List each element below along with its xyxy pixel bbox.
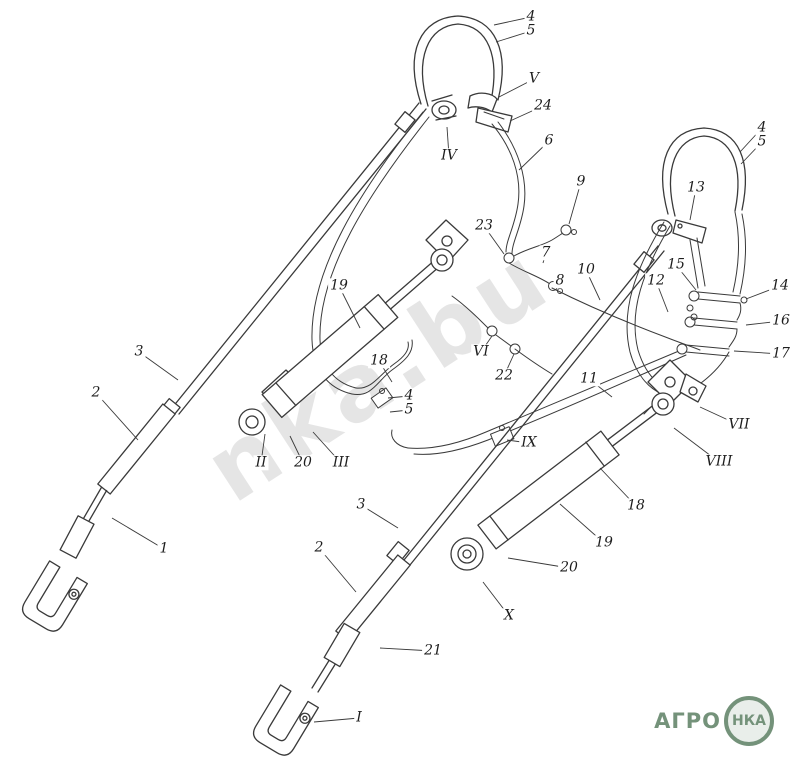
right-clevis-fork: [252, 684, 319, 756]
callout-leader: [138, 351, 179, 381]
callout-leader: [673, 427, 720, 463]
callout-leader: [446, 126, 450, 157]
left-fitting-cluster: [451, 121, 577, 375]
callout-leader: [733, 350, 782, 355]
callout-leader: [289, 435, 304, 464]
callout-leader: [312, 431, 342, 464]
callout-leader: [553, 280, 561, 289]
callout-leader: [509, 105, 544, 122]
callout-leader: [585, 269, 601, 301]
callout-leader: [493, 16, 532, 26]
callout-leader: [518, 140, 550, 171]
callout-leader: [745, 320, 782, 326]
callout-leader: [495, 30, 532, 43]
callout-leader: [318, 547, 357, 593]
right-hose-loop: [651, 127, 746, 244]
brand-badge: НКА: [724, 696, 774, 746]
callout-leader: [480, 335, 493, 353]
callout-leader: [503, 353, 515, 377]
left-clevis-fork: [21, 560, 88, 632]
callout-leader: [260, 433, 266, 464]
callout-leader: [739, 127, 763, 153]
callout-leader: [313, 717, 360, 723]
callout-leader: [482, 581, 510, 617]
callout-leader: [387, 395, 410, 399]
callout-leader: [699, 406, 740, 426]
right-pipe-cluster: [676, 211, 748, 389]
callout-leader: [568, 181, 582, 225]
callout-leader: [378, 360, 393, 383]
right-lift-link: [252, 245, 665, 756]
callout-leader: [95, 392, 139, 441]
callout-leader: [675, 264, 697, 291]
callout-leader: [745, 285, 781, 300]
callout-leader: [379, 647, 434, 652]
callout-leader: [338, 285, 361, 329]
left-hose-loop: [413, 15, 513, 133]
callout-leader: [360, 504, 399, 529]
left-hydraulic-cylinder: [238, 219, 469, 436]
callout-leader: [389, 409, 410, 413]
callout-leader: [559, 503, 605, 544]
callout-leader: [689, 187, 697, 221]
callout-leader: [111, 517, 165, 550]
callout-leader: [507, 557, 570, 569]
right-hydraulic-cylinder: [450, 359, 707, 571]
brand-logo: АГРО НКА: [654, 696, 774, 746]
callout-leader: [506, 439, 530, 444]
callout-leader: [740, 141, 763, 165]
callout-leader: [483, 225, 505, 255]
callout-leader: [498, 78, 535, 98]
brand-name: АГРО: [654, 709, 721, 733]
callout-leader: [599, 467, 637, 507]
callout-leader: [588, 378, 613, 398]
callout-leader: [542, 252, 547, 264]
callout-leader: [655, 280, 669, 313]
left-lift-link: [21, 102, 427, 632]
